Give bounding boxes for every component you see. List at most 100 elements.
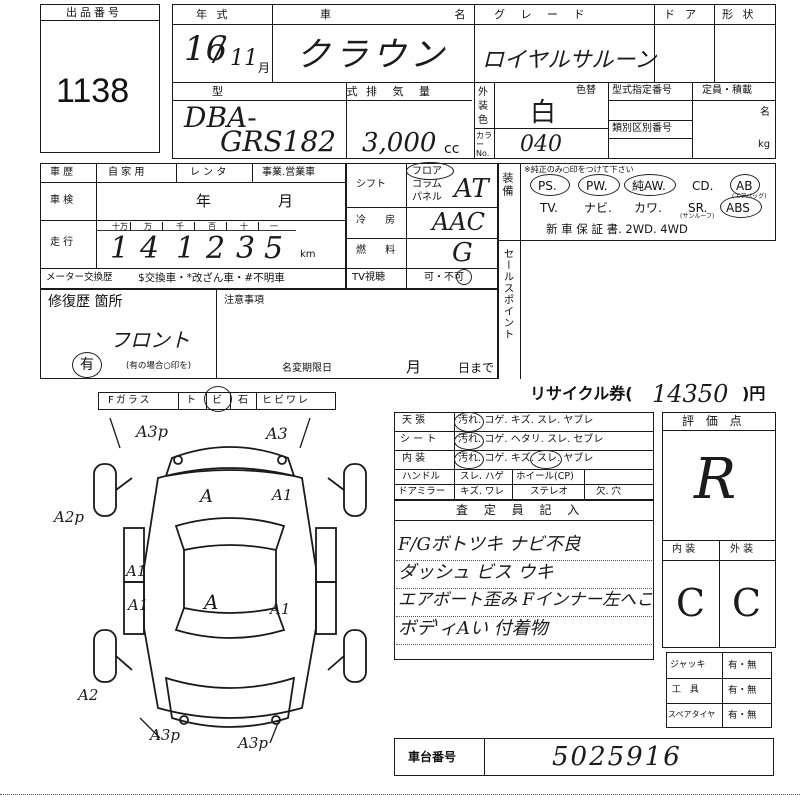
glass-option: ヒビワレ: [262, 395, 310, 406]
category-label: 類別区別番号: [612, 123, 672, 134]
car-body-diagram: [93, 418, 367, 744]
type-designation-label: 型式指定番号: [612, 85, 672, 96]
glass-chip-circle: [204, 386, 232, 412]
interior-grade-value: C: [676, 581, 706, 625]
glass-option: 石: [238, 395, 248, 406]
accessory-label: スペアタイヤ: [668, 710, 716, 719]
capacity-label: 定員・積載: [702, 85, 752, 96]
damage-mark: A1: [126, 562, 147, 580]
inspection-month-unit: 月: [278, 192, 294, 210]
chassis-label: 車台番号: [408, 750, 457, 764]
exterior-color-label: 外装色: [478, 87, 488, 126]
cc-unit: cc: [444, 141, 460, 157]
lot-label: 出品番号: [66, 6, 122, 19]
inspector-note-line: ダッシュ ビス ウキ: [398, 562, 554, 583]
damage-mark: A3p: [238, 734, 268, 752]
digit-label: 十万: [112, 222, 128, 231]
recycle-value: 14350: [652, 380, 729, 408]
equipment-tv: TV.: [540, 201, 558, 215]
mirror-options: キズ. ワレ: [460, 486, 505, 497]
vehicle-label: 車 名: [320, 8, 526, 21]
inspection-year-unit: 年: [196, 192, 212, 210]
repair-yes-circle: [72, 352, 102, 378]
interior-grade-label: 内 装: [672, 544, 696, 555]
interior-row-options: 汚れ. コゲ. ヘタリ. スレ. セブレ: [458, 434, 604, 445]
damage-mark: A2p: [54, 508, 84, 526]
trim-scratch-circle: [530, 450, 562, 469]
model-label: 型 式: [212, 85, 418, 98]
damage-mark: A: [204, 590, 219, 614]
inspector-title: 査 定 員 記 入: [456, 503, 586, 517]
exterior-grade-label: 外 装: [730, 544, 754, 555]
chassis-value: 5025916: [552, 742, 682, 772]
equipment-navi: ナビ.: [584, 201, 612, 215]
exterior-grade-value: C: [732, 581, 762, 625]
damage-mark: A2: [78, 686, 99, 704]
shift-option: パネル: [412, 192, 442, 203]
repair-label: 修復歴 箇所: [48, 294, 123, 310]
bottom-border: [0, 794, 800, 795]
chassis-number-box: [394, 738, 774, 776]
rental-label: レ ン タ: [190, 167, 227, 178]
mileage-digit: 4: [140, 231, 160, 266]
sales-point-label: セールスポイント: [502, 248, 515, 340]
digit-label: 万: [144, 222, 152, 231]
grade-value: ロイヤルサルーン: [482, 48, 657, 73]
digit-label: 十: [240, 222, 248, 231]
model-value-2: GRS182: [220, 125, 337, 158]
deadline-day-unit: 日まで: [458, 361, 495, 375]
damage-mark: A3p: [136, 422, 168, 441]
aw-circle: [624, 174, 676, 196]
meter-note: $交換車・*改ざん車・#不明車: [138, 272, 285, 284]
score-label: 評 価 点: [682, 414, 746, 428]
tv-value: 可・不可: [424, 272, 464, 283]
inspector-note-line: ボデ'ィAい 付着物: [398, 618, 548, 639]
deadline-month-unit: 月: [406, 358, 422, 376]
km-unit: km: [300, 249, 316, 260]
glass-option: ト: [186, 395, 196, 406]
trim-dirt-circle: [454, 450, 484, 469]
recycle-suffix: )円: [742, 384, 766, 403]
inspector-note-line: F/Gボトツキ ナビ不良: [398, 534, 581, 555]
score-value: R: [694, 447, 737, 512]
equipment-table: [498, 163, 776, 241]
interior-row-label: 天 張: [402, 415, 426, 426]
repair-notes-table: [40, 289, 498, 379]
displacement-value: 3,000: [362, 128, 437, 158]
repair-yes-note: (有の場合○印を): [126, 361, 192, 371]
mileage-digit: 3: [236, 231, 256, 266]
month-suffix: 月: [258, 61, 271, 75]
interior-row-label: 内 装: [402, 453, 426, 464]
warranty-row: 新 車 保 証 書. 2WD. 4WD: [546, 222, 688, 236]
digit-label: 一: [270, 222, 278, 231]
shape-label: 形 状: [722, 8, 757, 21]
inspector-note-line: エアボート歪み Fインナー左へこ: [398, 590, 654, 610]
month-value: 11: [230, 46, 258, 71]
shift-floor-circle: [406, 162, 454, 180]
tv-label: TV視聴: [352, 272, 385, 283]
mileage-digit: 1: [110, 231, 130, 266]
wheel-label: ホイール(CP): [516, 471, 574, 482]
lot-number: 1138: [56, 72, 130, 110]
recycle-label: リサイクル券(: [530, 384, 633, 403]
digit-label: 百: [208, 222, 216, 231]
equipment-label: 装備: [501, 172, 514, 198]
damage-mark: A1: [270, 600, 291, 618]
accessory-options: 有・無: [728, 660, 757, 671]
year-label: 年 式: [196, 8, 231, 21]
door-label: ドア: [664, 8, 706, 21]
mirror-label: ドアミラー: [398, 486, 446, 497]
digit-label: 千: [176, 222, 184, 231]
damage-mark: A1: [128, 596, 149, 614]
damage-mark: A3: [266, 424, 288, 443]
damage-mark: A3p: [150, 726, 180, 744]
fuel-value: G: [452, 238, 473, 268]
mileage-digit: 2: [206, 231, 226, 266]
color-code-value: 040: [520, 132, 562, 157]
front-glass-label: Fガラス: [108, 395, 152, 406]
vehicle-name: クラウン: [296, 35, 448, 75]
tv-no-circle: [456, 269, 472, 285]
pw-circle: [578, 174, 620, 196]
capacity-unit-persons: 名: [760, 107, 770, 118]
interior-row-label: シ ー ト: [400, 434, 437, 445]
